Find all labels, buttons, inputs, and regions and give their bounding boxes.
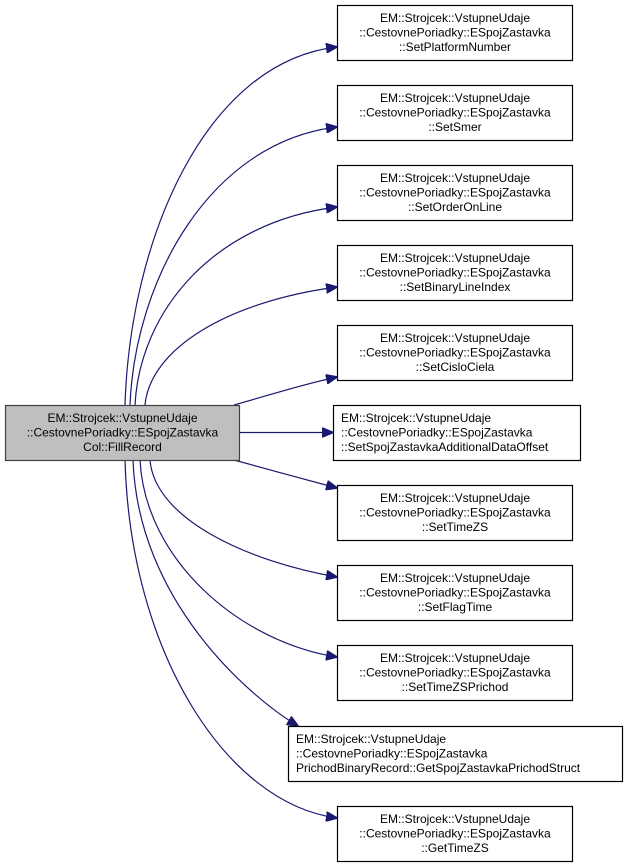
edge-root-to-set-order-on-line bbox=[134, 207, 337, 406]
node-box bbox=[336, 84, 574, 142]
node-get-spoj-zastavka-prichod-struct[interactable]: EM::Strojcek::VstupneUdaje::CestovnePori… bbox=[287, 725, 624, 783]
edge-root-to-set-binary-line-index bbox=[144, 287, 337, 406]
node-label-line: ::SetSmer bbox=[428, 120, 481, 134]
edge-root-to-set-flag-time bbox=[149, 459, 337, 577]
node-box bbox=[336, 484, 574, 542]
node-label-line: ::CestovnePoriadky::ESpojZastavka bbox=[359, 666, 551, 680]
node-label-line: EM::Strojcek::VstupneUdaje bbox=[296, 732, 446, 746]
node-label-line: ::SetTimeZS bbox=[422, 520, 488, 534]
node-set-platform-number[interactable]: EM::Strojcek::VstupneUdaje::CestovnePori… bbox=[336, 4, 574, 62]
node-label-line: ::SetOrderOnLine bbox=[408, 200, 502, 214]
node-set-smer[interactable]: EM::Strojcek::VstupneUdaje::CestovnePori… bbox=[336, 84, 574, 142]
node-label-line: ::CestovnePoriadky::ESpojZastavka bbox=[359, 106, 551, 120]
node-label-line: ::SetSpojZastavkaAdditionalDataOffset bbox=[341, 440, 549, 454]
edge-root-to-set-platform-number bbox=[124, 47, 337, 406]
edge-root-to-set-cislo-ciela bbox=[233, 377, 337, 406]
node-label-line: ::CestovnePoriadky::ESpojZastavka bbox=[359, 346, 551, 360]
node-label-line: ::SetFlagTime bbox=[418, 600, 493, 614]
node-get-time-zs[interactable]: EM::Strojcek::VstupneUdaje::CestovnePori… bbox=[336, 805, 574, 863]
edges-layer bbox=[124, 47, 337, 818]
node-box bbox=[336, 4, 574, 62]
node-label-line: EM::Strojcek::VstupneUdaje bbox=[380, 11, 530, 25]
node-label-line: EM::Strojcek::VstupneUdaje bbox=[380, 812, 530, 826]
node-box bbox=[336, 644, 574, 702]
node-label-line: EM::Strojcek::VstupneUdaje bbox=[380, 571, 530, 585]
node-label-line: EM::Strojcek::VstupneUdaje bbox=[380, 331, 530, 345]
node-label-line: ::GetTimeZS bbox=[421, 841, 489, 855]
node-box bbox=[332, 404, 582, 462]
node-set-spoj-zastavka-additional-data-offset[interactable]: EM::Strojcek::VstupneUdaje::CestovnePori… bbox=[332, 404, 582, 462]
node-set-time-zs-prichod[interactable]: EM::Strojcek::VstupneUdaje::CestovnePori… bbox=[336, 644, 574, 702]
node-box bbox=[336, 564, 574, 622]
node-box bbox=[336, 324, 574, 382]
nodes-layer: EM::Strojcek::VstupneUdaje::CestovnePori… bbox=[4, 4, 624, 863]
node-label-line: ::SetBinaryLineIndex bbox=[400, 280, 511, 294]
node-label-line: EM::Strojcek::VstupneUdaje bbox=[380, 251, 530, 265]
node-label-line: EM::Strojcek::VstupneUdaje bbox=[380, 91, 530, 105]
node-label-line: EM::Strojcek::VstupneUdaje bbox=[47, 411, 197, 425]
edge-root-to-set-smer bbox=[129, 127, 337, 406]
node-set-binary-line-index[interactable]: EM::Strojcek::VstupneUdaje::CestovnePori… bbox=[336, 244, 574, 302]
node-label-line: EM::Strojcek::VstupneUdaje bbox=[380, 651, 530, 665]
node-label-line: ::CestovnePoriadky::ESpojZastavka bbox=[359, 827, 551, 841]
node-label-line: EM::Strojcek::VstupneUdaje bbox=[341, 411, 491, 425]
node-box bbox=[4, 404, 241, 462]
node-label-line: ::CestovnePoriadky::ESpojZastavka bbox=[359, 26, 551, 40]
edge-root-to-get-spoj-zastavka-prichod-struct bbox=[132, 459, 298, 726]
node-label-line: PrichodBinaryRecord::GetSpojZastavkaPric… bbox=[296, 761, 581, 775]
node-label-line: ::CestovnePoriadky::ESpojZastavka bbox=[359, 586, 551, 600]
node-root[interactable]: EM::Strojcek::VstupneUdaje::CestovnePori… bbox=[4, 404, 241, 462]
node-label-line: ::CestovnePoriadky::ESpojZastavka bbox=[359, 506, 551, 520]
node-label-line: ::CestovnePoriadky::ESpojZastavka bbox=[359, 266, 551, 280]
edge-root-to-set-time-zs bbox=[233, 459, 337, 488]
node-box bbox=[336, 244, 574, 302]
node-set-cislo-ciela[interactable]: EM::Strojcek::VstupneUdaje::CestovnePori… bbox=[336, 324, 574, 382]
node-label-line: EM::Strojcek::VstupneUdaje bbox=[380, 171, 530, 185]
node-label-line: ::SetTimeZSPrichod bbox=[402, 680, 509, 694]
node-set-flag-time[interactable]: EM::Strojcek::VstupneUdaje::CestovnePori… bbox=[336, 564, 574, 622]
node-label-line: ::CestovnePoriadky::ESpojZastavka bbox=[341, 426, 533, 440]
edge-root-to-get-time-zs bbox=[124, 459, 337, 818]
node-label-line: ::CestovnePoriadky::ESpojZastavka bbox=[296, 747, 488, 761]
edge-root-to-set-time-zs-prichod bbox=[139, 459, 337, 657]
node-label-line: ::SetPlatformNumber bbox=[399, 40, 511, 54]
node-label-line: ::SetCisloCiela bbox=[416, 360, 495, 374]
node-set-order-on-line[interactable]: EM::Strojcek::VstupneUdaje::CestovnePori… bbox=[336, 164, 574, 222]
node-label-line: ::CestovnePoriadky::ESpojZastavka bbox=[359, 186, 551, 200]
node-set-time-zs[interactable]: EM::Strojcek::VstupneUdaje::CestovnePori… bbox=[336, 484, 574, 542]
node-box bbox=[287, 725, 624, 783]
node-label-line: Col::FillRecord bbox=[83, 440, 162, 454]
node-box bbox=[336, 805, 574, 863]
node-label-line: ::CestovnePoriadky::ESpojZastavka bbox=[27, 426, 219, 440]
node-label-line: EM::Strojcek::VstupneUdaje bbox=[380, 491, 530, 505]
node-box bbox=[336, 164, 574, 222]
